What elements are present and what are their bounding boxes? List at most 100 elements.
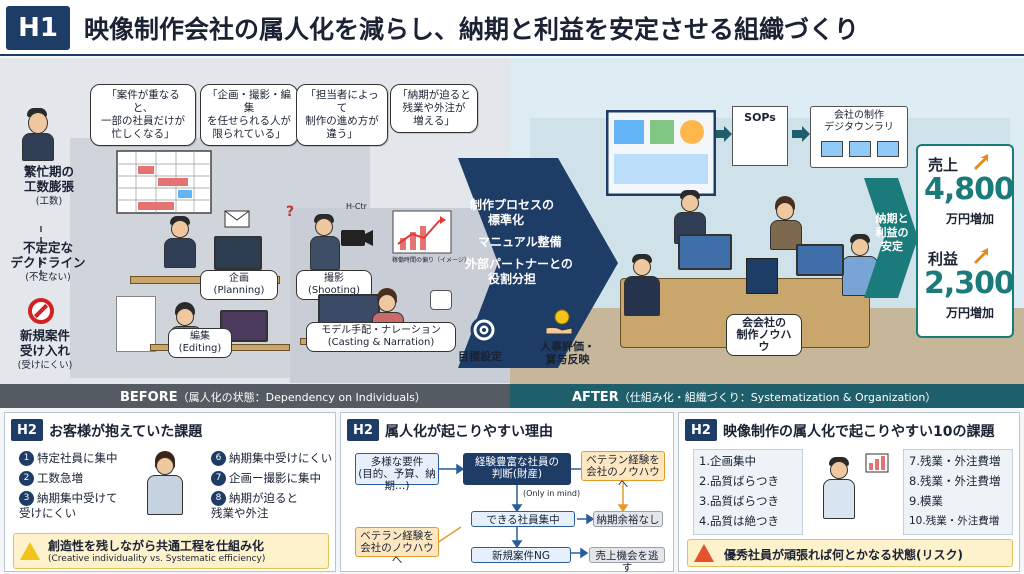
issue-3: 3.品質ばらつき	[699, 494, 779, 508]
after-scene: SOPs 会社の制作 デジタウンラリ 会会社の	[510, 58, 1024, 408]
schedule-board-icon	[116, 150, 212, 214]
profit-unit: 万円増加	[946, 306, 995, 320]
after-monitor-2	[796, 244, 844, 276]
money-hand-icon	[545, 309, 573, 335]
arrow-to-library	[792, 126, 810, 142]
results-panel	[916, 144, 1014, 338]
warning-icon	[20, 542, 40, 560]
panel3-title: 映像制作の属人化で起こりやすい10の課題	[723, 424, 995, 440]
bubble-process: 「担当者によって 制作の進め方が 違う」	[296, 84, 388, 146]
before-bar-sub: （属人化の状態：Dependency on Individuals）	[177, 391, 426, 404]
photo-icon	[430, 290, 452, 310]
warning-icon	[694, 544, 714, 562]
paper-stack	[116, 296, 156, 352]
page-title: 映像制作会社の属人化を減らし、納期と利益を安定させる組織づくり	[84, 15, 860, 44]
up-arrow-icon	[974, 248, 988, 264]
bar-chart-icon	[865, 453, 889, 473]
panel-reasons: H2 属人化が起こりやすい理由 多様な要件 (目的、予算、納期…) 経験豊富な社…	[340, 412, 674, 574]
issue-7: 7.残業・外注費増	[909, 454, 1001, 468]
up-arrow-icon	[974, 154, 988, 170]
left-item-deadline: 不定定な デクドライン(不定ない)	[10, 240, 86, 283]
role-label-shooting: 撮影 (Shooting)	[296, 270, 372, 300]
panel1-title: お客様が抱えていた課題	[49, 424, 203, 440]
after-bar-sub: （仕組み化・組織づくり：Systematization & Organizati…	[618, 391, 937, 404]
issue-list-left	[693, 449, 803, 535]
issue-2: 2.品質ばらつき	[699, 474, 779, 488]
transition-line-1: 制作プロセスの	[470, 198, 555, 212]
node-judgment: 経験豊富な社員の 判断(財産)	[463, 453, 571, 485]
warning-box-3: 優秀社員が頑張れば何とかなる状態(リスク)	[687, 539, 1013, 567]
issue-8: 8.残業・外注費増	[909, 474, 1001, 488]
node-no-margin: 納期余裕なし	[593, 511, 663, 527]
overtime-chart-icon	[392, 210, 452, 254]
before-bar-label: BEFORE	[120, 390, 178, 405]
stability-text: 納期と 利益の 安定	[875, 212, 909, 253]
panel2-title: 属人化が起こりやすい理由	[385, 424, 553, 440]
warning-text-3: 優秀社員が頑張れば何とかなる状態(リスク)	[724, 548, 963, 562]
issue-1: 1.企画集中	[699, 454, 756, 468]
arrow-to-sops	[716, 126, 732, 142]
prohibited-icon	[28, 298, 54, 324]
issue-list-right	[903, 449, 1013, 535]
after-bar: AFTER（仕組み化・組織づくり：Systematization & Organ…	[510, 384, 1024, 408]
binder-stack	[746, 258, 778, 294]
h2-badge: H2	[347, 419, 379, 441]
node-concentrate: できる社員集中	[471, 511, 575, 527]
before-bar: BEFORE（属人化の状態：Dependency on Individuals）	[0, 384, 520, 408]
node-new-ng: 新規案件NG	[471, 547, 571, 563]
left-connector-1	[40, 226, 42, 276]
transition-arrow	[458, 158, 618, 368]
sales-label: 売上	[928, 156, 959, 174]
node-veteran-top: ベテラン経験を 会社のノウハウへ	[581, 451, 665, 490]
digital-library: 会社の制作 デジタウンラリ	[810, 106, 908, 168]
flow-arrows	[436, 463, 629, 559]
warning-text-1: 創造性を残しながら共通工程を仕組み化	[48, 539, 265, 553]
left-item-workload: 繁忙期の 工数膨張(工数)	[23, 164, 74, 207]
h2-badge: H2	[685, 419, 717, 441]
video-camera-icon	[341, 230, 373, 246]
node-only-in-mind: (Only in mind)	[523, 489, 581, 498]
camera-tag: H-Ctr	[346, 202, 367, 211]
folder-icon	[821, 141, 843, 157]
after-monitor-1	[678, 234, 732, 270]
goal-label: 目標設定	[458, 350, 502, 363]
before-scene: 繁忙期の 工数膨張(工数) 不定定な デクドライン(不定ない) 新規案件 受け入…	[0, 58, 520, 408]
issue-9: 9.模業	[909, 494, 943, 508]
mail-icon	[224, 210, 250, 228]
transition-line-4: 外部パートナーとの	[465, 257, 573, 271]
role-label-casting: モデル手配・ナレーション (Casting & Narration)	[306, 322, 456, 352]
overtime-chart-caption: 稼働時間の偏り（イメージ）	[392, 257, 470, 264]
after-bar-label: AFTER	[572, 390, 619, 405]
hero-illustration: 繁忙期の 工数膨張(工数) 不定定な デクドライン(不定ない) 新規案件 受け入…	[0, 58, 1024, 408]
warning-sub-1: (Creative individuality vs. Systematic e…	[48, 554, 266, 564]
transition-line-5: 役割分担	[488, 272, 537, 286]
knowhow-label: 会会社の 制作ノウハウ	[726, 314, 802, 356]
target-icon	[470, 316, 498, 344]
arrow-goal-to-hr	[504, 322, 538, 338]
transition-line-2: 標準化	[488, 213, 525, 227]
issue-4: 4.品質は絶つき	[699, 514, 779, 528]
stability-arrow	[864, 178, 918, 298]
profit-label: 利益	[928, 250, 959, 268]
h2-badge: H2	[11, 419, 43, 441]
node-veteran-bottom: ベテラン経験を 会社のノウハウへ	[355, 527, 439, 566]
warning-box-1: 創造性を残しながら共通工程を仕組み化 (Creative individuali…	[13, 533, 329, 569]
bubble-workload: 「案件が重なると、 一部の社員だけが 忙しくなる」	[90, 84, 196, 146]
header-bar: H1 映像制作会社の属人化を減らし、納期と利益を安定させる組織づくり	[0, 0, 1024, 56]
sops-doc: SOPs	[732, 106, 788, 166]
left-item-new-projects: 新規案件 受け入れ(受けにくい)	[17, 328, 73, 371]
question-icon: ?	[286, 204, 295, 220]
node-requirements: 多様な要件 (目的、予算、納期…)	[355, 453, 439, 492]
role-label-editing: 編集 (Editing)	[168, 328, 232, 358]
profit-value: 2,300	[924, 266, 1015, 301]
node-lost-opportunity: 売上機会を逃す	[589, 547, 665, 574]
folder-icon	[849, 141, 871, 157]
bubble-overtime: 「納期が迫ると 残業や外注が 増える」	[390, 84, 478, 133]
